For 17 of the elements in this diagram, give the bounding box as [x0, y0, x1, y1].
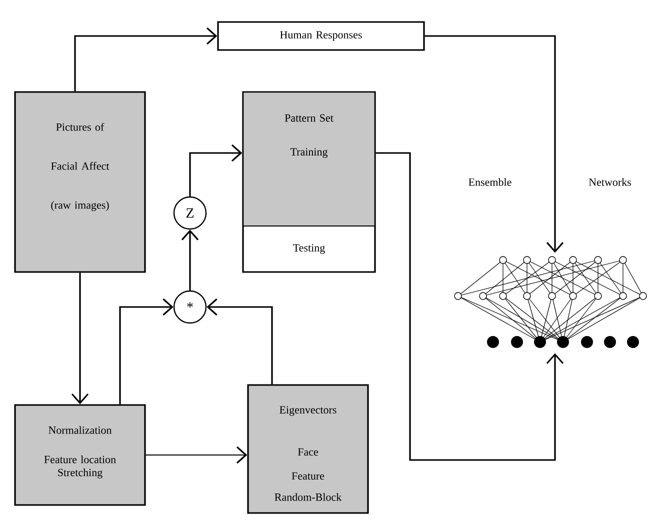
- process-box: Normalization Feature location Stretching: [14, 404, 146, 506]
- arrow: [206, 298, 273, 384]
- arrow: [424, 35, 564, 253]
- pattern-set-box: Pattern Set Training Testing: [242, 91, 376, 273]
- process-box: Pictures of Facial Affect (raw images): [14, 91, 146, 273]
- network-drawing: [454, 256, 647, 348]
- arrow: [376, 152, 564, 461]
- arrow: [119, 298, 174, 404]
- network-label: Networks: [588, 178, 631, 186]
- arrow: [74, 27, 218, 92]
- arrow: [145, 446, 248, 464]
- arrow: [189, 144, 242, 196]
- arrow: [181, 230, 199, 290]
- process-box: Human Responses: [217, 21, 425, 51]
- process-box: Eigenvectors Face Feature Random-Block: [247, 384, 369, 514]
- network-label: Ensemble: [468, 178, 512, 186]
- arrow: [71, 272, 89, 404]
